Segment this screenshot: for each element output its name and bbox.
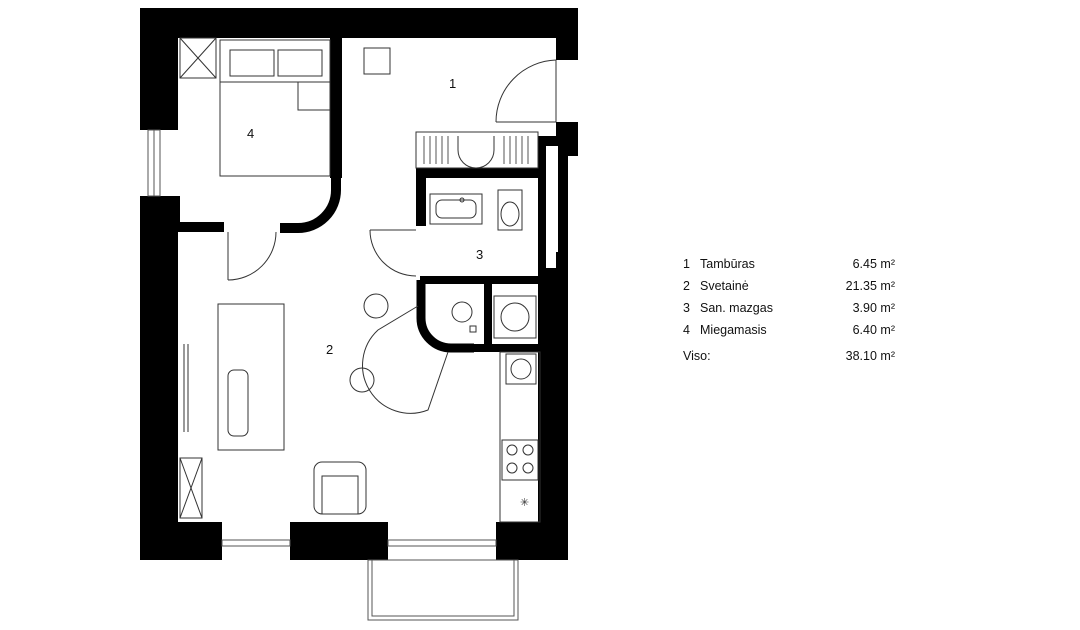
legend-total-row: Viso: 38.10 m² xyxy=(683,349,895,371)
entry-door xyxy=(495,59,557,123)
washing-machine xyxy=(493,295,537,339)
legend-row-3: 3 San. mazgas 3.90 m² xyxy=(683,301,895,323)
wall-left-notch xyxy=(140,196,180,230)
legend-room-area: 6.40 m² xyxy=(852,323,895,337)
interior-doors xyxy=(227,229,449,414)
legend-row-2: 2 Svetainė 21.35 m² xyxy=(683,279,895,301)
wall-bedroom-right xyxy=(330,38,342,178)
wall-bath-curve xyxy=(416,280,474,353)
wall-bath-left xyxy=(416,168,426,226)
balcony xyxy=(367,559,519,621)
room-number-4: 4 xyxy=(247,126,254,141)
legend-room-name: Tambūras xyxy=(700,257,755,271)
legend-room-name: Svetainė xyxy=(700,279,749,293)
windows xyxy=(147,129,519,621)
legend-number: 3 xyxy=(683,301,690,315)
legend-room-name: San. mazgas xyxy=(700,301,773,315)
bath-sink-round xyxy=(451,301,473,323)
legend-room-name: Miegamasis xyxy=(700,323,767,337)
wall-bath-bottom xyxy=(420,276,546,284)
wardrobe-living xyxy=(179,457,203,519)
fridge-symbol: ✳ xyxy=(520,497,529,509)
toilet xyxy=(497,189,523,231)
shaft-inner-1 xyxy=(546,146,558,252)
wall-bedroom-bottom xyxy=(178,222,224,232)
room-area-legend: 1 Tambūras 6.45 m² 2 Svetainė 21.35 m² 3… xyxy=(683,257,895,371)
stool xyxy=(349,367,375,393)
wall-bottom-left xyxy=(140,522,222,560)
legend-number: 2 xyxy=(683,279,690,293)
legend-row-1: 1 Tambūras 6.45 m² xyxy=(683,257,895,279)
bed xyxy=(219,39,331,177)
wall-bath-mid xyxy=(484,280,492,350)
furniture xyxy=(179,37,541,523)
legend-room-area: 21.35 m² xyxy=(845,279,895,293)
wall-bottom-mid xyxy=(290,522,388,560)
legend-room-area: 3.90 m² xyxy=(852,301,895,315)
armchair xyxy=(313,461,367,515)
legend-row-4: 4 Miegamasis 6.40 m² xyxy=(683,323,895,345)
window-bottom-left xyxy=(221,539,291,547)
wall-top xyxy=(140,8,578,38)
room-number-2: 2 xyxy=(326,342,333,357)
stool xyxy=(363,293,389,319)
wall-bath-top xyxy=(416,168,546,178)
wall-bath-lower xyxy=(470,344,546,352)
bath-sink-counter xyxy=(429,193,483,225)
entry-closet xyxy=(415,131,539,169)
legend-total-value: 38.10 m² xyxy=(845,349,895,363)
wall-right-pier xyxy=(556,122,578,156)
dining-table xyxy=(217,303,285,451)
wall-left-upper xyxy=(140,8,178,130)
wardrobe-bedroom xyxy=(179,37,217,79)
room-number-3: 3 xyxy=(476,247,483,262)
legend-number: 1 xyxy=(683,257,690,271)
wall-bedroom-curve xyxy=(280,176,341,233)
wall-right-lower xyxy=(538,280,568,560)
legend-number: 4 xyxy=(683,323,690,337)
room-number-1: 1 xyxy=(449,76,456,91)
window-bottom-mid xyxy=(387,539,497,547)
kitchen-counter xyxy=(499,351,541,523)
wall-left-lower xyxy=(140,196,178,560)
shaft-inner-2 xyxy=(546,250,556,268)
legend-room-area: 6.45 m² xyxy=(852,257,895,271)
legend-total-label: Viso: xyxy=(683,349,711,363)
walls xyxy=(140,8,578,560)
wall-right-upper xyxy=(556,8,578,60)
